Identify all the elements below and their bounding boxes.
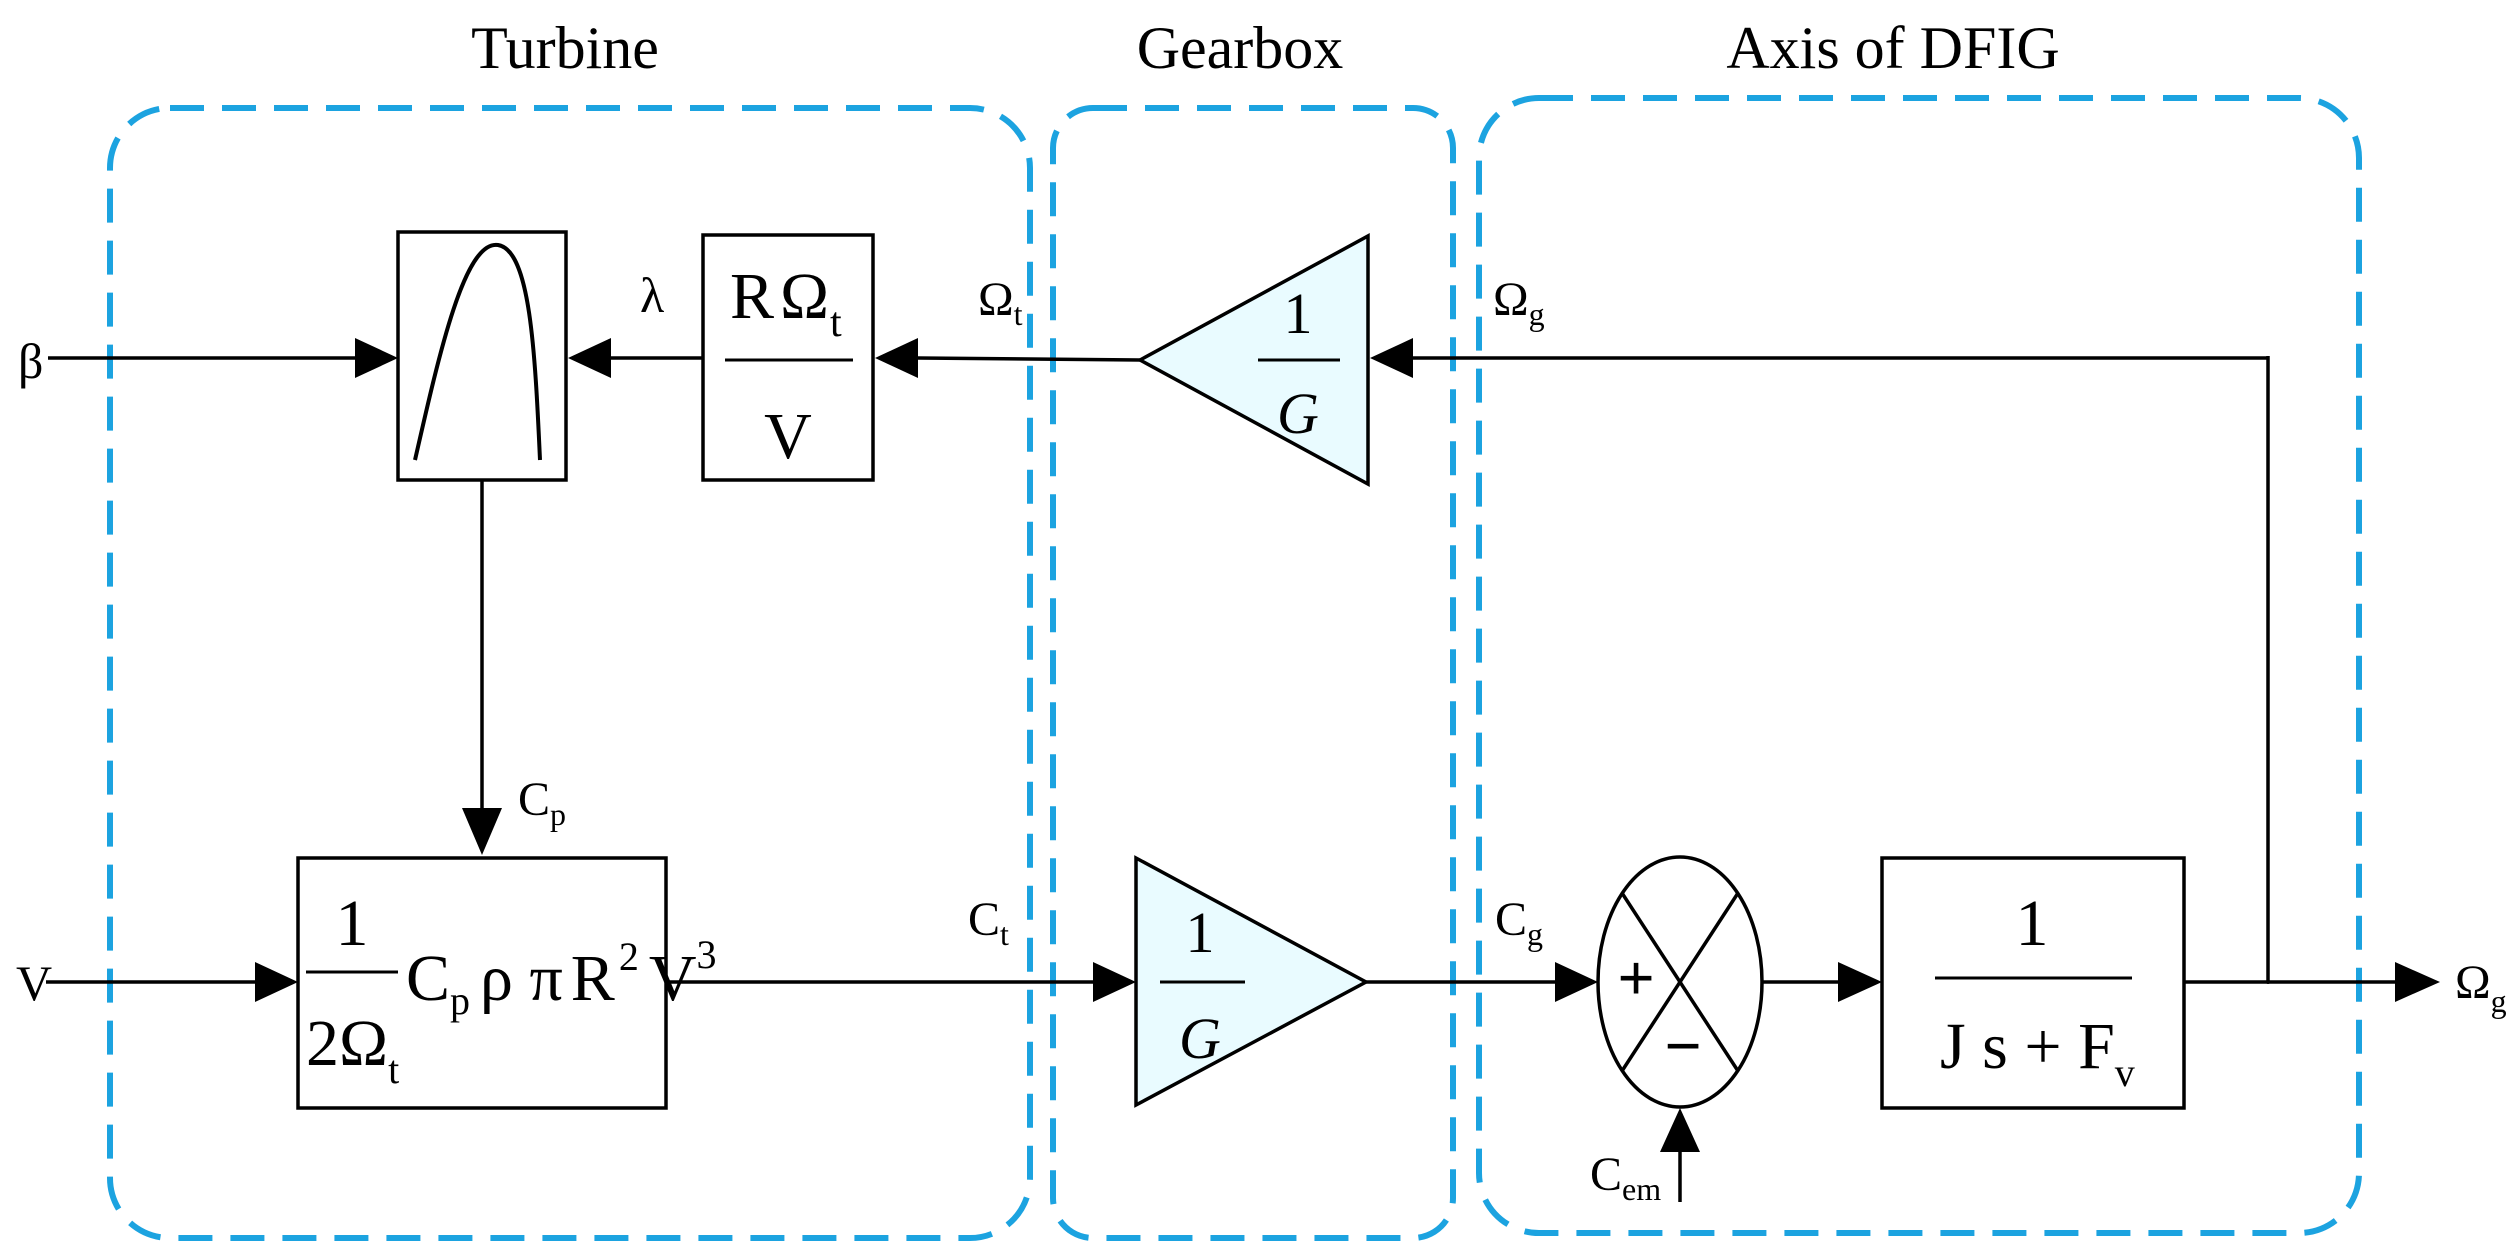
summing-cross-b <box>1620 892 1740 1072</box>
wind-speed-input: V <box>16 955 298 1011</box>
torque-den: 2Ωt <box>306 1007 399 1092</box>
omega-g-output: Ωg <box>2184 956 2507 1019</box>
lambda-signal: λ <box>568 267 702 378</box>
beta-input: β <box>18 333 398 389</box>
gain-feedback-block: 1 G <box>1136 233 1370 487</box>
omega-g-output-label: Ωg <box>2455 956 2507 1019</box>
cp-signal: Cp <box>462 480 566 855</box>
beta-arrow <box>355 338 398 378</box>
dfig-axis-group-label: Axis of DFIG <box>1726 15 2059 81</box>
summing-plus: + <box>1617 942 1655 1015</box>
tip-speed-ratio-block: R Ω t V <box>701 233 875 482</box>
cg-label: Cg <box>1495 893 1543 952</box>
gain-forward-den: G <box>1179 1006 1221 1071</box>
omega-g-feedback: Ωg <box>1370 273 2270 982</box>
gearbox-group-box <box>1050 105 1456 1241</box>
cem-arrow <box>1660 1108 1700 1152</box>
cp-label: Cp <box>518 773 566 832</box>
cg-signal: Cg <box>1366 893 1598 1002</box>
cp-curve <box>413 242 542 461</box>
summing-junction: + − <box>1596 855 1764 1109</box>
omega-g-branch-point <box>2266 980 2270 984</box>
omega-t-label: Ωt <box>978 273 1023 332</box>
turbine-group-box <box>107 105 1033 1241</box>
tsr-num-r: R <box>730 260 774 333</box>
omega-g-feedback-arrow <box>1370 338 1413 378</box>
omega-t-arrow <box>875 338 918 378</box>
lambda-label: λ <box>640 267 664 323</box>
omega-t-wire <box>917 356 1141 362</box>
tsr-num-omega: Ω <box>780 260 829 333</box>
summing-minus: − <box>1664 1010 1702 1083</box>
ct-arrow <box>1093 962 1136 1002</box>
torque-num: 1 <box>336 887 369 960</box>
gain-forward-block: 1 G <box>1134 855 1370 1108</box>
tsr-den: V <box>764 400 812 473</box>
cg-arrow <box>1555 962 1598 1002</box>
tsr-num-sub: t <box>830 300 842 346</box>
cp-arrow <box>462 808 502 855</box>
cem-signal: Cem <box>1590 1108 1700 1207</box>
beta-label: β <box>18 333 43 389</box>
dfig-axis-group-box <box>1476 95 2362 1236</box>
gearbox-group-label: Gearbox <box>1137 15 1344 81</box>
cem-label: Cem <box>1590 1148 1661 1207</box>
sum-output-arrow <box>1838 962 1882 1002</box>
ct-label: Ct <box>968 893 1009 952</box>
turbine-group-label: Turbine <box>471 15 659 81</box>
lambda-arrow <box>568 338 611 378</box>
sum-output <box>1762 962 1882 1002</box>
gain-feedback-num: 1 <box>1284 281 1313 346</box>
cp-curve-block <box>396 230 568 482</box>
omega-g-feedback-label: Ωg <box>1493 273 1545 332</box>
ct-signal: Ct <box>666 893 1136 1002</box>
mechanical-block: 1 J s + Fv <box>1880 856 2186 1110</box>
mechanical-num: 1 <box>2016 887 2049 960</box>
gain-feedback-den: G <box>1277 381 1319 446</box>
omega-t-signal: Ωt <box>875 273 1141 378</box>
wind-speed-arrow <box>255 962 298 1002</box>
omega-g-output-arrow <box>2395 962 2440 1002</box>
mechanical-den: J s + Fv <box>1940 1010 2135 1095</box>
gain-forward-num: 1 <box>1186 900 1215 965</box>
